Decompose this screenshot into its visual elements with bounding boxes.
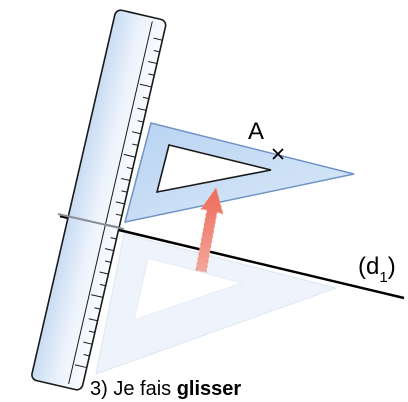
caption-bold: glisser <box>176 378 242 400</box>
point-a-marker <box>272 148 284 160</box>
point-a-label: A <box>248 118 264 145</box>
svg-text:(d1): (d1) <box>358 253 396 286</box>
caption-prefix: 3) Je fais <box>90 378 177 400</box>
caption: 3) Je fais glisser <box>90 379 241 399</box>
line-d1-label: (d1) <box>358 253 396 286</box>
slide-arrow <box>195 186 224 273</box>
set-square <box>123 122 355 223</box>
ruler-crossing-mark <box>57 213 125 230</box>
ghost-set-square <box>95 233 338 375</box>
